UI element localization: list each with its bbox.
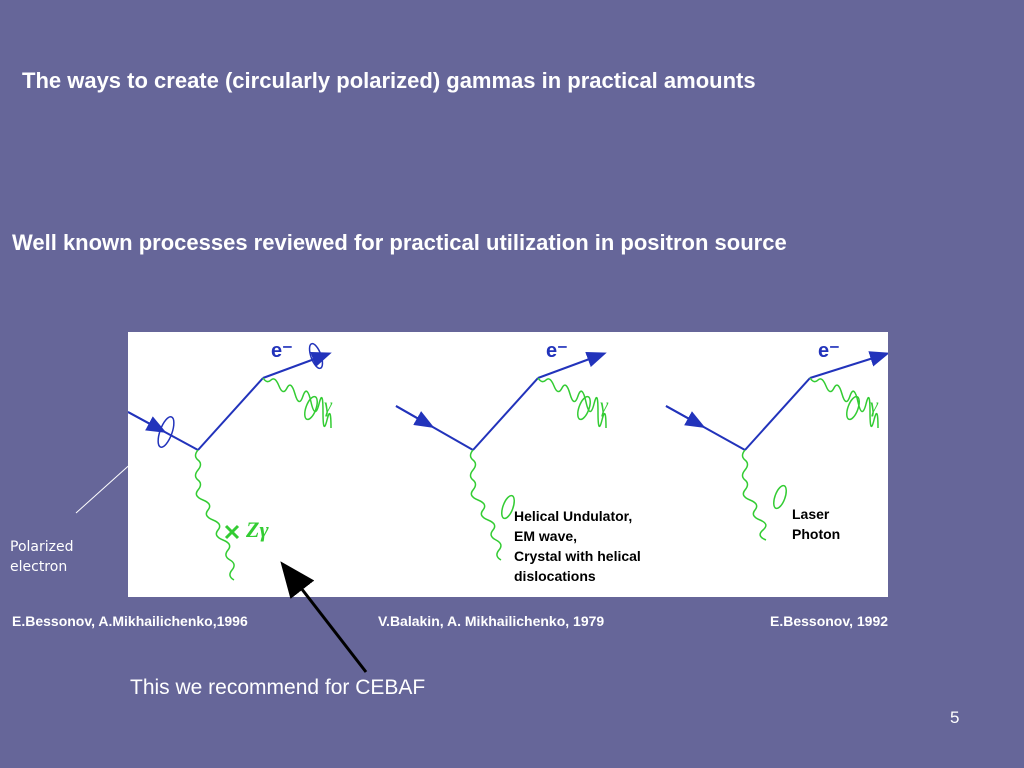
gamma-label-3: γ — [870, 395, 879, 417]
feynman-diagrams-svg: e⁻ γ Zγ e⁻ γ e⁻ γ — [128, 340, 888, 581]
diagram-1 — [128, 342, 332, 581]
virtual-photon-wiggle — [194, 449, 235, 581]
z-gamma-label: Zγ — [245, 517, 269, 542]
diagram-3 — [665, 351, 888, 541]
gamma-label-2: γ — [600, 395, 609, 417]
reference-2: V.Balakin, A. Mikhailichenko, 1979 — [378, 613, 605, 629]
polarized-electron-label: Polarized electron — [10, 539, 74, 575]
gamma-wiggle-1 — [262, 377, 332, 429]
reference-3: E.Bessonov, 1992 — [770, 613, 889, 629]
slide-subtitle: Well known processes reviewed for practi… — [12, 230, 787, 255]
reference-1: E.Bessonov, A.Mikhailichenko,1996 — [12, 613, 248, 629]
electron-polarization-icon — [157, 416, 175, 448]
electron-label-1: e⁻ — [271, 340, 293, 362]
gamma-spin-icon — [304, 395, 318, 421]
outgoing-electron-line-1 — [197, 377, 264, 451]
gamma-label-1: γ — [324, 395, 333, 417]
laser-photon-label: Laser Photon — [792, 506, 841, 542]
feynman-diagrams-figure: e⁻ γ Zγ e⁻ γ e⁻ γ Helical Undulator, EM … — [128, 332, 888, 597]
helical-undulator-label: Helical Undulator, EM wave, Crystal with… — [514, 508, 641, 584]
electron-label-2: e⁻ — [546, 340, 568, 362]
outgoing-spin-icon — [308, 342, 324, 370]
recommendation-text: This we recommend for CEBAF — [130, 676, 426, 699]
page-number: 5 — [950, 708, 960, 727]
slide-title: The ways to create (circularly polarized… — [22, 68, 756, 93]
electron-label-3: e⁻ — [818, 340, 840, 362]
diagram-2 — [395, 352, 607, 561]
nucleus-cross-icon — [224, 524, 240, 540]
